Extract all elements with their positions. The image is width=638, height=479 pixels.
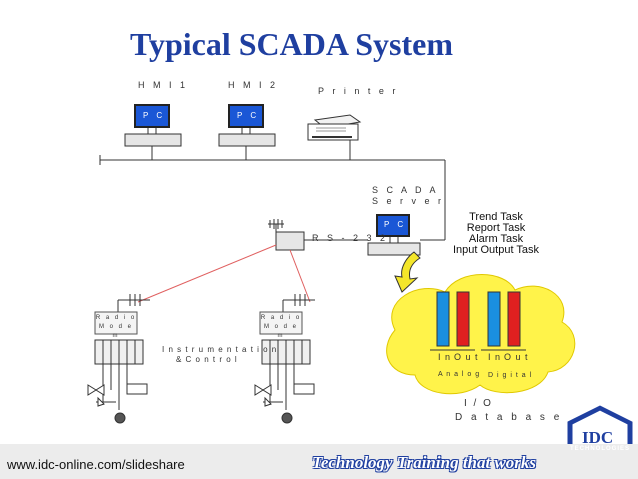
radio-link-left — [137, 244, 277, 303]
right-rtu-rack — [254, 339, 315, 424]
left-modem-label: R a d i o M o d e m — [95, 314, 137, 341]
hmi2-screen-text: P C — [237, 111, 260, 120]
task-report: Report Task — [466, 222, 526, 234]
right-modem-box — [259, 311, 303, 335]
hmi1-screen[interactable]: P C — [134, 104, 170, 128]
hmi1-label: H M I 1 — [138, 80, 189, 90]
server-screen-text: P C — [384, 220, 407, 229]
hmi2-screen[interactable]: P C — [228, 104, 264, 128]
left-rtu-rack — [87, 339, 148, 424]
left-modem-box — [94, 311, 138, 335]
instrumentation-label-line1: I n s t r u m e n t a t i o n — [162, 345, 278, 354]
right-remote-antenna — [282, 294, 315, 312]
server-screen[interactable]: P C — [376, 214, 410, 237]
task-io: Input Output Task — [452, 244, 540, 256]
hmi1-screen-text: P C — [143, 111, 166, 120]
footer-bar — [0, 444, 638, 479]
io-label: I / O — [464, 398, 493, 409]
analog-in-bar — [436, 291, 450, 347]
printer-label: P r i n t e r — [318, 86, 399, 96]
hmi2-computer — [218, 126, 276, 147]
server-label-line1: S C A D A — [372, 185, 439, 195]
database-label: D a t a b a s e — [455, 412, 563, 423]
footer-slogan: Technology Training that works — [312, 453, 537, 472]
task-list: Trend Task Report Task Alarm Task Input … — [440, 212, 552, 256]
hmi1-computer — [124, 126, 182, 147]
radio-link-right — [289, 249, 311, 303]
left-modem-line2: M o d e m — [98, 324, 133, 339]
digital-label: D i g i t a l — [488, 372, 533, 379]
digital-in-label: I n — [488, 352, 502, 362]
right-modem-line1: R a d i o — [260, 315, 302, 321]
logo-main-text: IDC — [582, 428, 614, 447]
right-modem-line2: M o d e m — [263, 324, 298, 339]
analog-out-bar — [456, 291, 470, 347]
analog-out-label: O u t — [454, 352, 479, 362]
analog-label: A n a l o g — [438, 371, 481, 378]
right-modem-label: R a d i o M o d e m — [260, 314, 302, 341]
analog-in-label: I n — [438, 352, 452, 362]
task-alarm: Alarm Task — [468, 233, 524, 245]
arrow-icon — [394, 251, 421, 293]
io-database-cloud — [386, 274, 576, 395]
digital-in-bar — [487, 291, 501, 347]
left-remote-antenna — [117, 294, 150, 312]
hmi2-label: H M I 2 — [228, 80, 279, 90]
digital-out-bar — [507, 291, 521, 347]
master-radio — [268, 219, 368, 251]
server-label-line2: S e r v e r — [372, 196, 445, 206]
page-title: Typical SCADA System — [130, 26, 453, 62]
logo-sub-text: TECHNOLOGIES — [569, 446, 630, 452]
digital-out-label: O u t — [504, 352, 529, 362]
rs232-label: R S - 2 3 2 — [312, 233, 389, 243]
printer-device — [307, 114, 362, 141]
footer-url-link[interactable]: www.idc-online.com/slideshare — [7, 457, 185, 472]
left-modem-line1: R a d i o — [95, 315, 137, 321]
instrumentation-label-line2: & C o n t r o l — [176, 355, 238, 364]
task-trend: Trend Task — [469, 211, 523, 223]
